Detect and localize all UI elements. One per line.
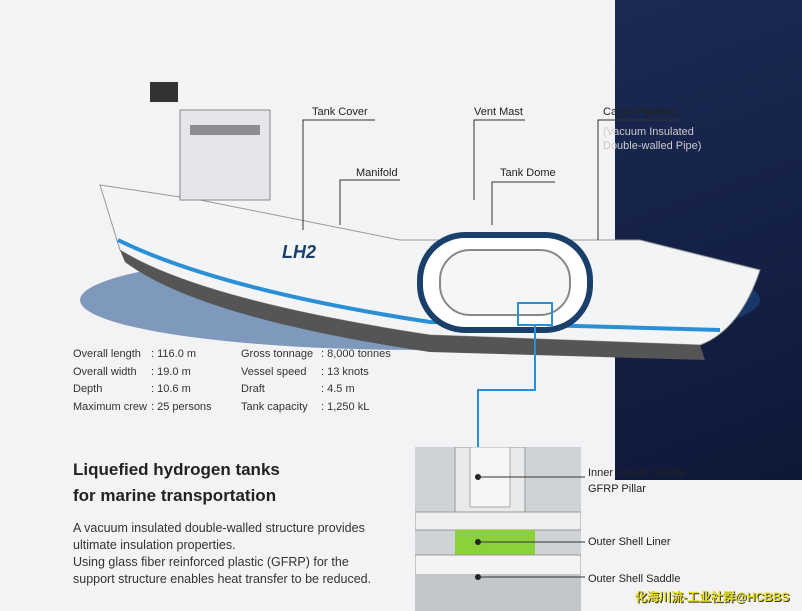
spec-row: Overall length: 116.0 m [73, 348, 197, 360]
label-gfrp-pillar: GFRP Pillar [588, 483, 646, 495]
section-heading: Liquefied hydrogen tanks for marine tran… [73, 460, 280, 505]
callout-cargo-pipeline: Cargo Pipeline [603, 106, 676, 118]
spec-row: Depth: 10.6 m [73, 383, 191, 395]
bridge [179, 109, 271, 201]
callout-vent-mast: Vent Mast [474, 106, 523, 118]
callout-manifold: Manifold [356, 167, 398, 179]
spec-row: Vessel speed: 13 knots [241, 365, 369, 378]
tank-support-detail [415, 447, 581, 611]
spec-row: Gross tonnage: 8,000 tonnes [241, 348, 391, 360]
map-background-panel [615, 0, 802, 480]
hull-bottom [120, 250, 705, 360]
spec-row: Tank capacity: 1,250 kL [241, 400, 370, 413]
callout-tank-dome: Tank Dome [500, 167, 556, 179]
spec-row: Overall width: 19.0 m [73, 365, 191, 378]
callout-cargo-pipeline-note2: Double-walled Pipe) [603, 140, 702, 152]
outer-shell-liner [455, 530, 535, 555]
description: A vacuum insulated double-walled structu… [73, 521, 372, 586]
callout-tank-cover: Tank Cover [312, 106, 368, 118]
spec-row: Maximum crew: 25 persons [73, 400, 212, 413]
watermark: 化海川流-工业社群@HCBBS [635, 590, 790, 604]
label-outer-shell-liner: Outer Shell Liner [588, 536, 671, 548]
funnel [150, 82, 178, 102]
label-inner-vessel-saddle: Inner Vessel Saddle [588, 467, 686, 479]
hull-stripe [117, 238, 721, 332]
detail-connector [477, 325, 536, 450]
outer-shell-saddle [415, 554, 581, 576]
spec-row: Draft: 4.5 m [241, 383, 355, 395]
hull-lh2-text: LH2 [282, 242, 317, 262]
callout-cargo-pipeline-note1: (Vacuum Insulated [603, 126, 694, 138]
label-outer-shell-saddle: Outer Shell Saddle [588, 573, 681, 585]
